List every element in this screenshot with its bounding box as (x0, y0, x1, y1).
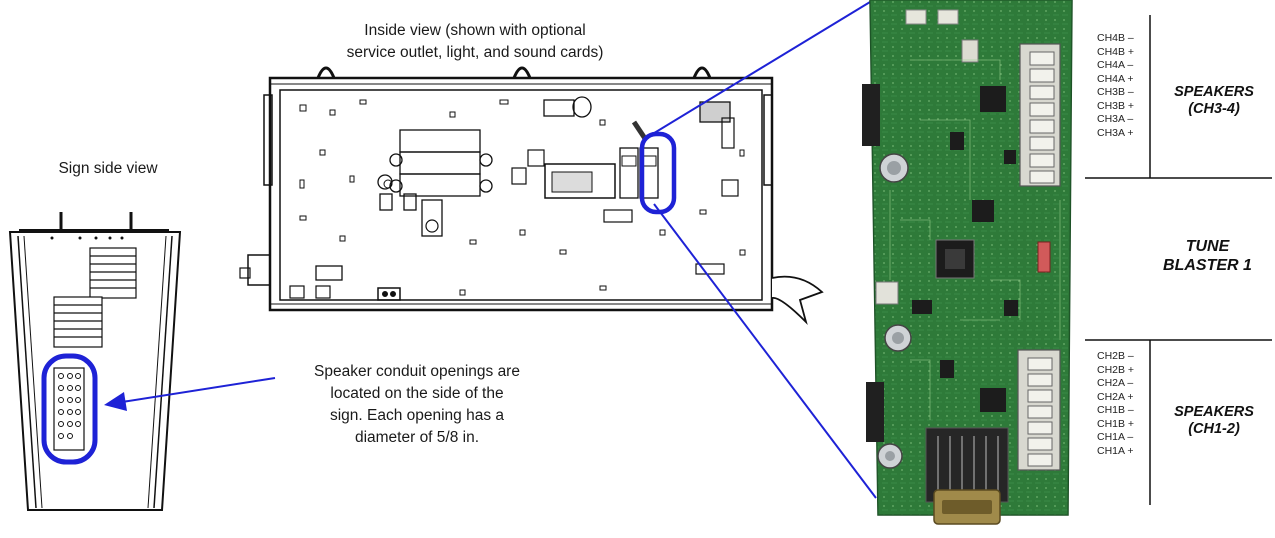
pin-label: CH4A – (1097, 59, 1134, 71)
pin-label: CH1B – (1097, 404, 1134, 416)
pin-label: CH4B + (1097, 45, 1135, 58)
conduit-highlight (41, 353, 98, 465)
label-line: TUNE (1185, 238, 1230, 255)
conduit-arrow (121, 377, 276, 403)
inside-view-caption-line: service outlet, light, and sound cards) (346, 44, 604, 61)
zoom-line-bottom (653, 203, 877, 499)
arrowhead-icon (104, 392, 127, 411)
conduit-note: Speaker conduit openings are located on … (282, 361, 552, 449)
sign-side-view (8, 212, 182, 511)
inside-view-cabinet (239, 66, 824, 326)
pin-list-ch1-2: CH2B – CH2B + CH2A – CH2A + CH1B – CH1B … (1097, 350, 1134, 458)
db-connector-icon (925, 427, 1009, 525)
pin-label: CH2A – (1097, 377, 1134, 389)
label-line: SPEAKERS (1174, 84, 1254, 100)
inside-view-caption-line: Inside view (shown with optional (364, 22, 586, 39)
capacitor-icon (877, 153, 912, 469)
pin-label: CH2A + (1097, 390, 1134, 403)
pin-label: CH3A + (1097, 126, 1134, 139)
pin-label: CH1A + (1097, 444, 1134, 457)
label-line: BLASTER 1 (1163, 257, 1252, 274)
pin-label: CH3A – (1097, 113, 1134, 125)
sign-side-view-caption: Sign side view (58, 160, 158, 177)
terminal-table-rules (1085, 15, 1272, 505)
speakers-ch1-2-label: SPEAKERS (CH1-2) (1155, 404, 1273, 438)
conduit-note-line: Speaker conduit openings are (314, 363, 520, 380)
speakers-ch3-4-label: SPEAKERS (CH3-4) (1155, 84, 1273, 118)
sound-card-highlight (639, 131, 677, 215)
board-name-label: TUNE BLASTER 1 (1140, 237, 1275, 275)
pin-label: CH1A – (1097, 431, 1134, 443)
tune-blaster-board (862, 0, 1073, 525)
speaker-terminal-icon (1017, 349, 1061, 471)
label-line: SPEAKERS (1174, 404, 1254, 420)
pin-list-ch3-4: CH4B – CH4B + CH4A – CH4A + CH3B – CH3B … (1097, 32, 1134, 140)
conduit-note-line: sign. Each opening has a (329, 407, 505, 424)
speaker-terminal-icon (1019, 43, 1061, 187)
label-line: (CH3-4) (1188, 101, 1240, 117)
conduit-note-line: located on the side of the (330, 385, 504, 402)
zoom-line-top (645, 1, 871, 139)
inside-view-caption: Inside view (shown with optional service… (340, 20, 610, 64)
pin-label: CH3B + (1097, 99, 1135, 112)
pin-label: CH4A + (1097, 72, 1134, 85)
pin-label: CH2B – (1097, 350, 1134, 362)
conduit-note-line: diameter of 5/8 in. (354, 429, 480, 446)
pin-label: CH1B + (1097, 417, 1135, 430)
pin-label: CH3B – (1097, 86, 1134, 98)
pin-label: CH4B – (1097, 32, 1134, 44)
pin-label: CH2B + (1097, 363, 1135, 376)
label-line: (CH1-2) (1188, 421, 1240, 437)
